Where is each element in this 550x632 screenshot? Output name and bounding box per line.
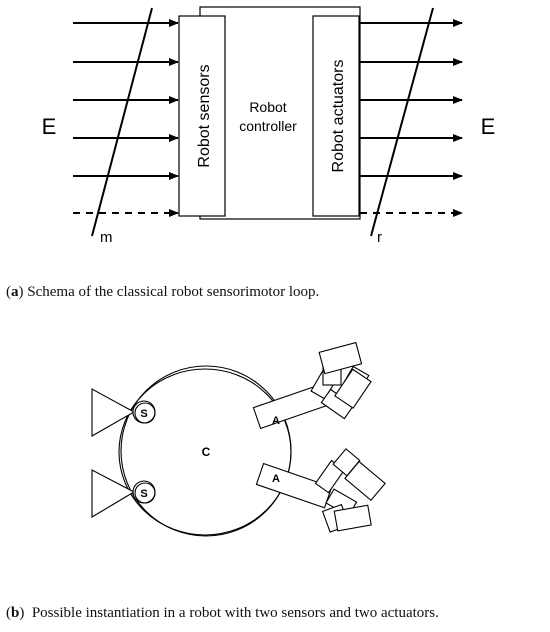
caption-a: (a) Schema of the classical robot sensor…: [6, 284, 320, 300]
sensorimotor-loop-diagram: E E Robot sensors Robot actuators Robot …: [42, 6, 496, 246]
sensor-top-label: S: [140, 408, 147, 420]
robot-instantiation-diagram: C S S: [91, 341, 386, 537]
sensor-cone-bottom: [91, 469, 136, 518]
sensor-node-top-stroke: [134, 402, 156, 424]
r-label: r: [377, 229, 382, 246]
actuators-label: Robot actuators: [330, 60, 347, 173]
sensor-node-bottom-stroke: [134, 482, 156, 504]
actuator-bundle-slash: [370, 7, 434, 237]
actuator-bottom-label: A: [272, 473, 280, 485]
sensor-cone-top: [91, 388, 136, 437]
controller-c-label: C: [202, 445, 211, 459]
m-label: m: [100, 229, 113, 246]
controller-label-line2: controller: [239, 118, 297, 134]
sensor-bundle-slash: [91, 7, 153, 237]
environment-label-right: E: [481, 114, 496, 139]
input-arrows: [73, 19, 179, 217]
actuator-top-finger: [334, 368, 372, 409]
caption-b-text: Possible instantiation in a robot with t…: [31, 605, 439, 621]
actuator-bottom-segment: [255, 462, 333, 509]
caption-a-tag: a: [11, 284, 19, 300]
sensors-box: [178, 15, 226, 217]
actuator-top-finger: [318, 341, 363, 375]
actuator-top-label: A: [272, 415, 280, 427]
actuator-bottom-finger: [344, 460, 386, 502]
controller-label-line1: Robot: [249, 99, 286, 115]
sensor-bottom-label: S: [140, 488, 147, 500]
controller-circle-stroke: [118, 368, 292, 536]
actuators-box: [312, 15, 360, 217]
actuator-bottom-finger: [333, 504, 372, 532]
caption-a-text: Schema of the classical robot sensorimot…: [27, 284, 320, 300]
caption-b: (b) Possible instantiation in a robot wi…: [6, 605, 439, 621]
output-arrows: [360, 19, 463, 217]
actuator-arm-bottom: A: [255, 448, 386, 533]
actuator-arm-top: A: [252, 341, 372, 430]
sensors-label: Robot sensors: [196, 64, 213, 167]
environment-label-left: E: [42, 114, 57, 139]
caption-b-tag: b: [11, 605, 20, 621]
